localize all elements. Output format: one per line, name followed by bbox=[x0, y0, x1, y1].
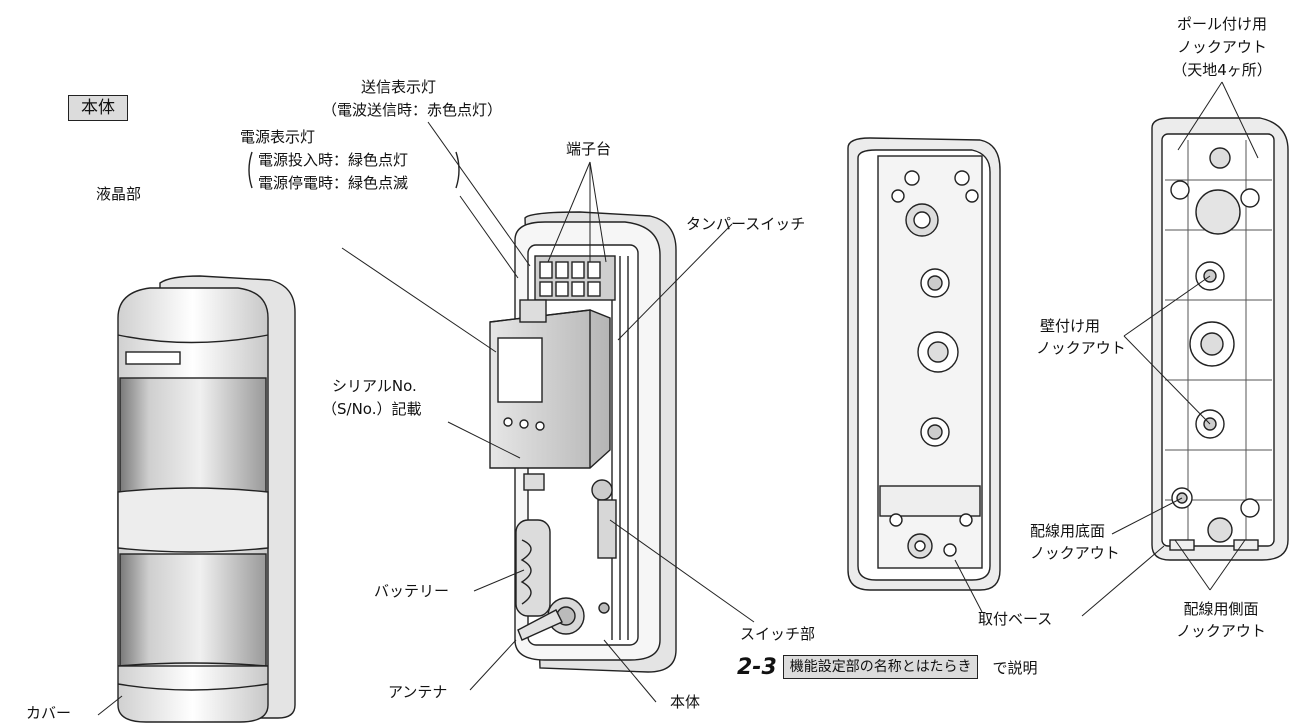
label-lcd: 液晶部 bbox=[96, 185, 142, 203]
label-power-led-title: 電源表示灯 bbox=[240, 128, 316, 146]
label-mount-base: 取付ベース bbox=[978, 610, 1053, 628]
label-side-knockout-2: ノックアウト bbox=[1176, 622, 1266, 640]
reference-suffix: で説明 bbox=[992, 658, 1038, 677]
label-wall-knockout-2: ノックアウト bbox=[1036, 339, 1126, 357]
cover-illustration bbox=[117, 275, 296, 723]
label-serial-1: シリアルNo. bbox=[332, 377, 417, 395]
section-reference: 2-3 機能設定部の名称とはたらき で説明 bbox=[737, 654, 1038, 680]
mount-base-back bbox=[1151, 117, 1289, 561]
label-cover: カバー bbox=[26, 704, 72, 722]
label-pole-knockout-3: （天地4ヶ所） bbox=[1172, 61, 1272, 79]
reference-number: 2-3 bbox=[737, 654, 777, 680]
label-wall-knockout-1: 壁付け用 bbox=[1040, 317, 1101, 335]
leader-lines bbox=[97, 81, 1259, 716]
label-power-led-note2: 電源停電時：緑色点滅 bbox=[258, 174, 409, 192]
label-tx-led-note: （電波送信時：赤色点灯） bbox=[322, 101, 503, 119]
section-label-body: 本体 bbox=[68, 95, 128, 121]
label-body: 本体 bbox=[670, 693, 701, 711]
label-pole-knockout-2: ノックアウト bbox=[1177, 38, 1267, 56]
label-switch-section: スイッチ部 bbox=[740, 625, 816, 643]
label-terminal-block: 端子台 bbox=[566, 140, 612, 158]
label-power-led-note1: 電源投入時：緑色点灯 bbox=[258, 151, 409, 169]
label-pole-knockout-1: ポール付け用 bbox=[1176, 15, 1267, 33]
label-bottom-knockout-2: ノックアウト bbox=[1030, 544, 1120, 562]
label-tamper-switch: タンパースイッチ bbox=[686, 215, 806, 233]
label-serial-2: （S/No.）記載 bbox=[322, 400, 422, 418]
label-battery: バッテリー bbox=[374, 582, 450, 600]
label-antenna: アンテナ bbox=[388, 683, 448, 701]
label-bottom-knockout-1: 配線用底面 bbox=[1030, 522, 1106, 540]
label-side-knockout-1: 配線用側面 bbox=[1183, 600, 1259, 618]
body-illustration bbox=[489, 211, 677, 673]
reference-title: 機能設定部の名称とはたらき bbox=[782, 655, 979, 679]
label-tx-led-title: 送信表示灯 bbox=[361, 78, 437, 96]
mount-base-front bbox=[847, 137, 1001, 591]
